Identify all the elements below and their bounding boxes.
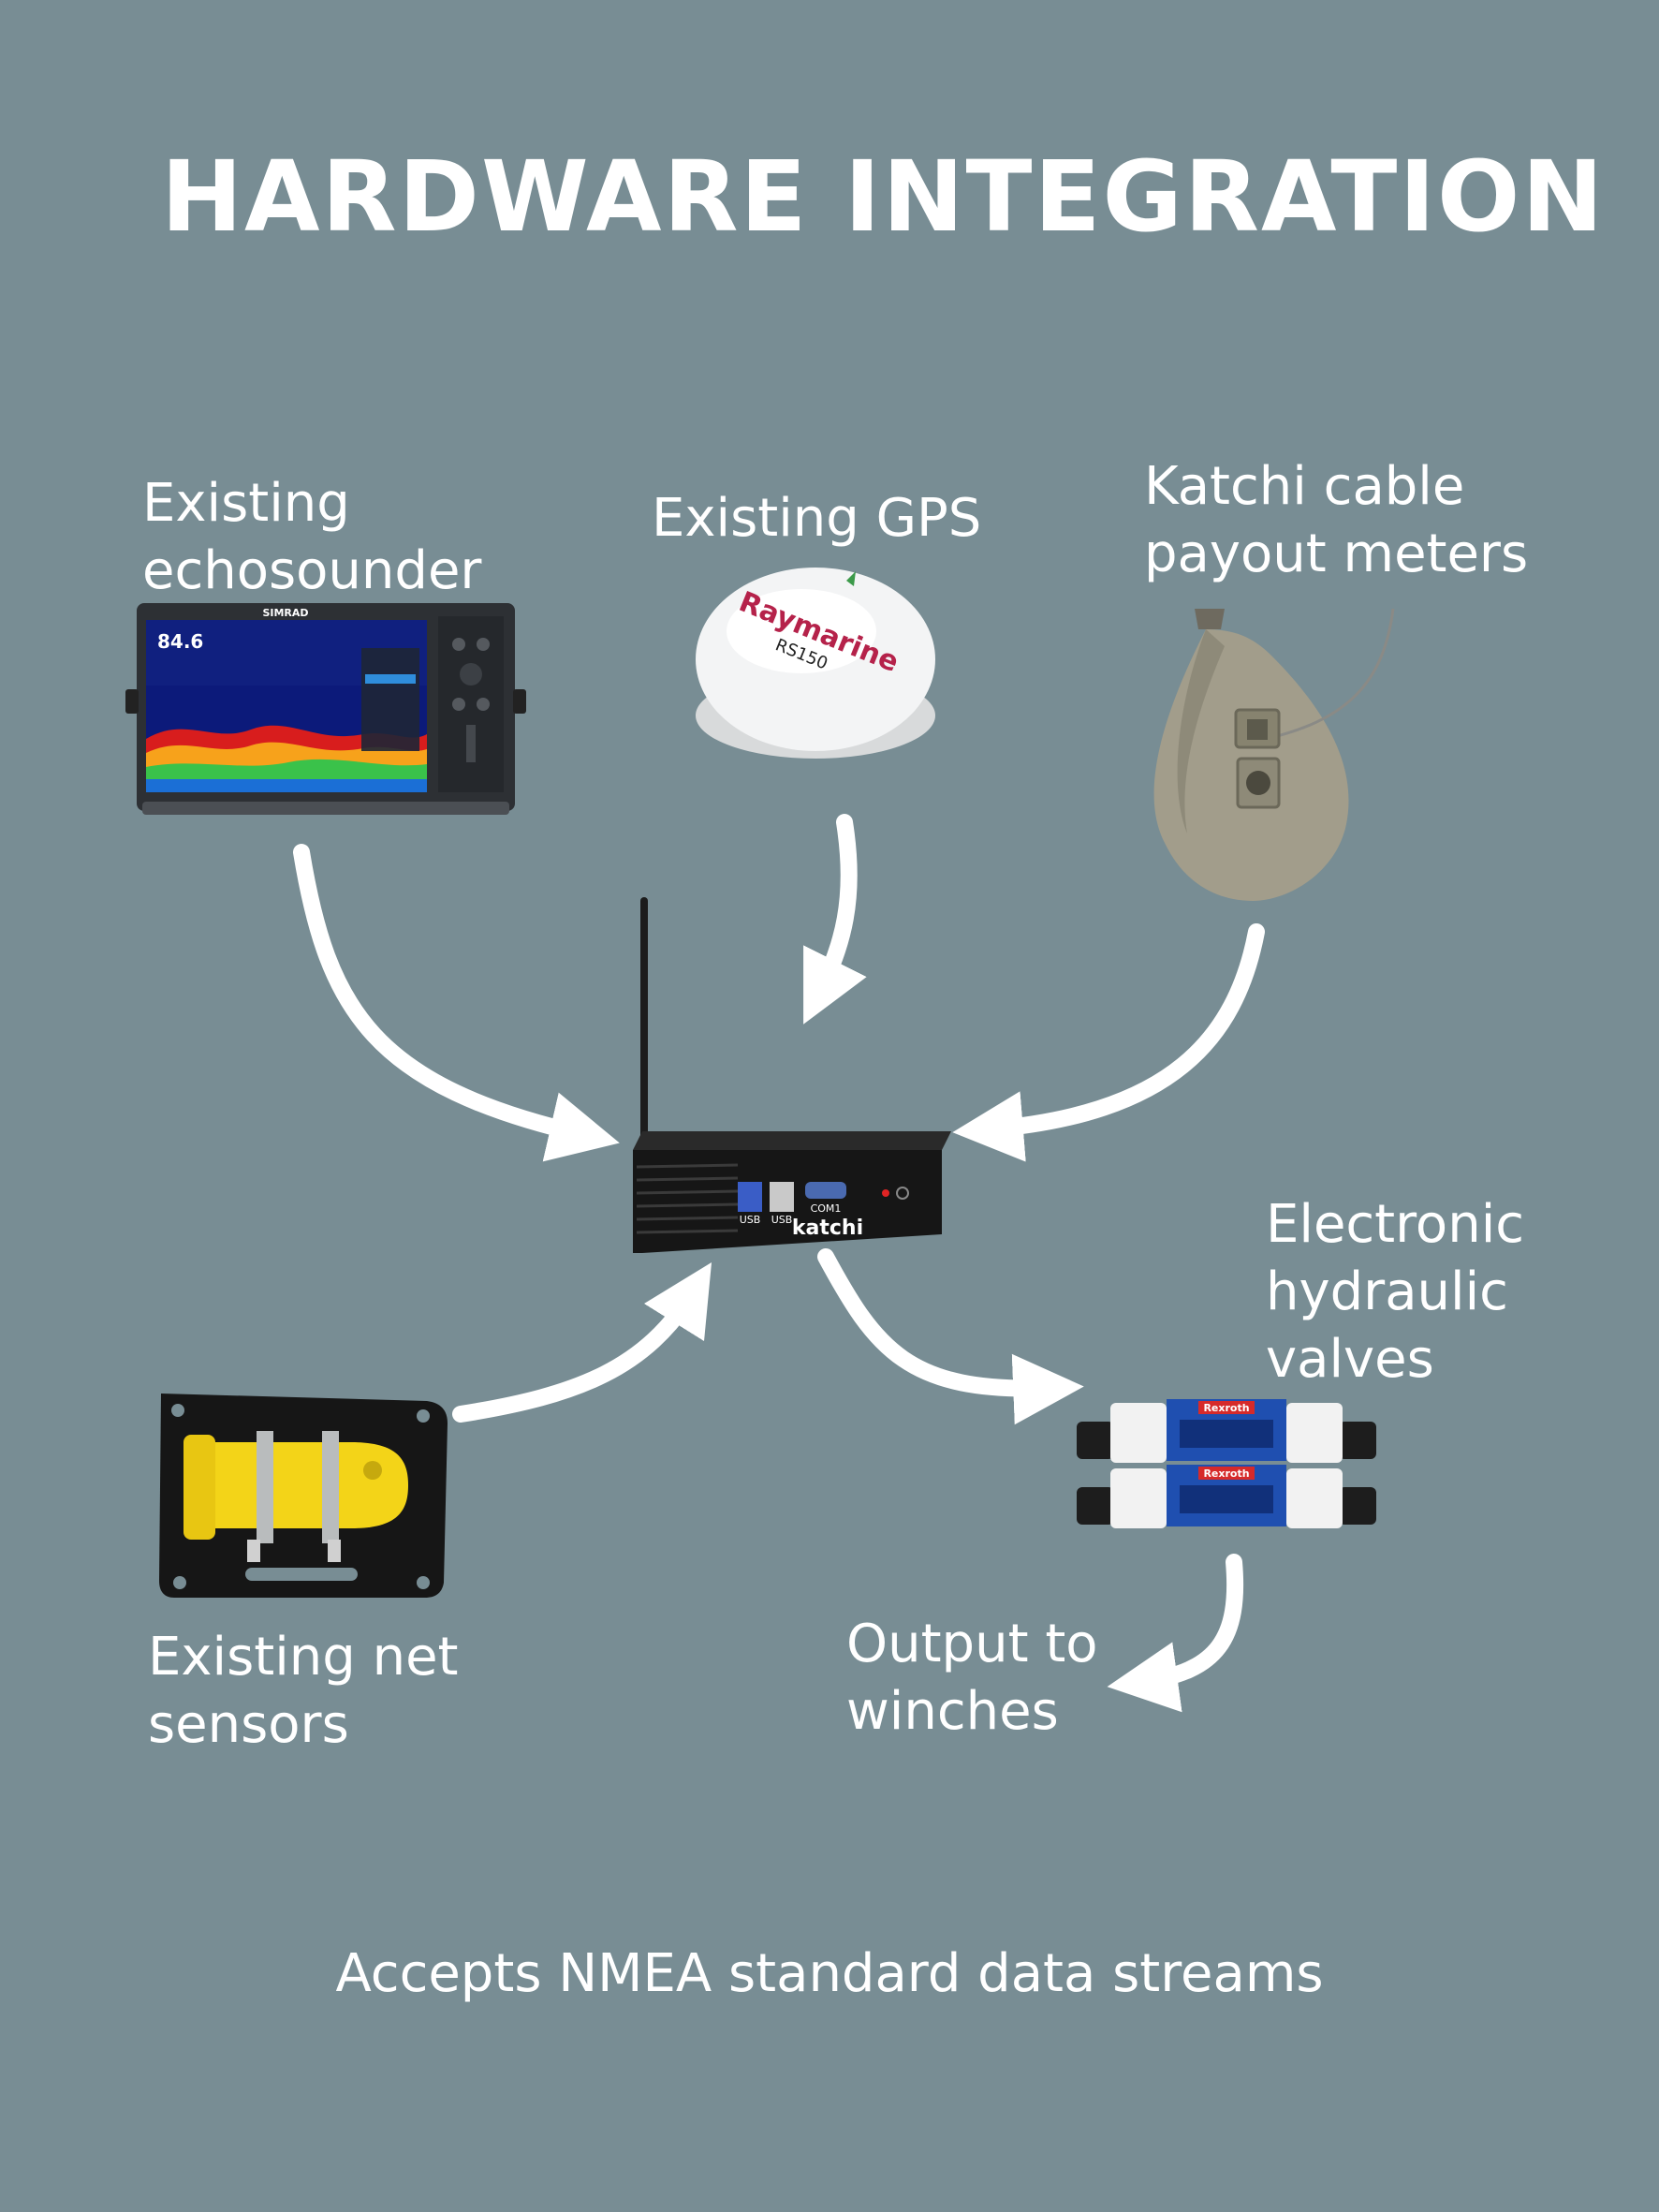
echosounder-label-line2: echosounder	[142, 540, 482, 601]
net-sensors-label-line2: sensors	[148, 1694, 349, 1755]
valve-brand-1: Rexroth	[1203, 1402, 1249, 1414]
usb-port-icon	[738, 1182, 762, 1212]
valves-label-line2: hydraulic	[1266, 1261, 1508, 1322]
valve-lower: Rexroth	[1077, 1465, 1376, 1528]
footer-note: Accepts NMEA standard data streams	[335, 1943, 1324, 2004]
power-button-icon	[896, 1187, 909, 1200]
echosounder-reading: 84.6	[157, 630, 203, 653]
valves-label-line3: valves	[1266, 1329, 1434, 1390]
hub-port-com: COM1	[811, 1202, 842, 1215]
echosounder-brand: SIMRAD	[262, 607, 308, 619]
katchi-hub-device: USB USB COM1 katchi	[633, 897, 951, 1253]
arrow-valves-to-output	[1107, 1554, 1244, 1713]
payout-label: Katchi cable payout meters	[1144, 453, 1528, 588]
net-sensors-label-line1: Existing net	[148, 1627, 459, 1688]
payout-label-line1: Katchi cable	[1144, 456, 1465, 517]
output-label: Output to winches	[846, 1611, 1098, 1746]
hub-brand: katchi	[792, 1217, 863, 1240]
gps-label: Existing GPS	[652, 488, 982, 549]
payout-meter-device	[1153, 608, 1395, 901]
echosounder-device: 84.6 SIMRAD	[125, 603, 526, 815]
hydraulic-valves-device: Rexroth Rexroth	[1077, 1399, 1376, 1528]
arrow-hub-to-valves	[817, 1248, 1084, 1425]
net-sensor-device	[159, 1394, 448, 1598]
arrow-payout-to-hub	[952, 923, 1265, 1162]
hub-port-usb2: USB	[771, 1214, 793, 1226]
com-port-icon	[805, 1182, 846, 1199]
antenna-icon	[640, 897, 648, 1178]
page-title: HARDWARE INTEGRATION	[161, 140, 1606, 254]
hub-port-usb1: USB	[740, 1214, 761, 1226]
output-label-line1: Output to	[846, 1614, 1098, 1674]
valves-label: Electronic hydraulic valves	[1266, 1191, 1524, 1394]
gps-antenna: Raymarine RS150	[696, 568, 935, 759]
net-sensors-label: Existing net sensors	[148, 1624, 459, 1759]
usb-port-icon-2	[770, 1182, 794, 1212]
payout-label-line2: payout meters	[1144, 524, 1529, 584]
valves-label-line1: Electronic	[1266, 1194, 1525, 1255]
arrow-gps-to-hub	[803, 814, 867, 1025]
valve-upper: Rexroth	[1077, 1399, 1376, 1463]
power-led-icon	[882, 1189, 889, 1197]
output-label-line2: winches	[846, 1681, 1059, 1742]
echosounder-label: Existing echosounder	[142, 470, 481, 605]
arrow-net-sensors-to-hub	[452, 1261, 712, 1423]
valve-brand-2: Rexroth	[1203, 1467, 1249, 1480]
arrow-echosounder-to-hub	[293, 844, 620, 1162]
echosounder-label-line1: Existing	[142, 473, 350, 534]
